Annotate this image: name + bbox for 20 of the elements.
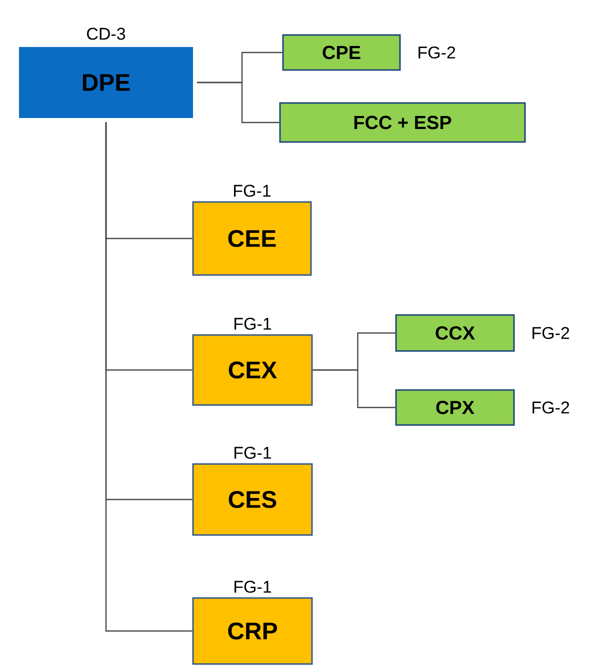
code-label: FG-1 (234, 318, 272, 330)
code-label: FG-2 (532, 326, 570, 340)
code-label: FG-2 (418, 46, 456, 59)
item-box: FCC + ESP (279, 102, 526, 143)
category-box: CEE (192, 201, 312, 276)
item-box: CPE (282, 34, 401, 71)
connector-line (312, 369, 396, 408)
category-box: CEX (192, 334, 313, 406)
item-box: CCX (395, 314, 515, 352)
code-label: FG-2 (532, 401, 570, 414)
code-label: FG-1 (234, 446, 272, 459)
root-box: DPE (15, 43, 197, 122)
connector-line (105, 122, 192, 632)
code-label: FG-1 (234, 184, 271, 197)
category-box: CES (192, 463, 313, 536)
category-box: CRP (192, 597, 313, 665)
item-box: CPX (395, 389, 515, 426)
code-label: CD-3 (87, 28, 126, 40)
connector-line (197, 82, 280, 124)
code-label: FG-1 (234, 580, 272, 593)
